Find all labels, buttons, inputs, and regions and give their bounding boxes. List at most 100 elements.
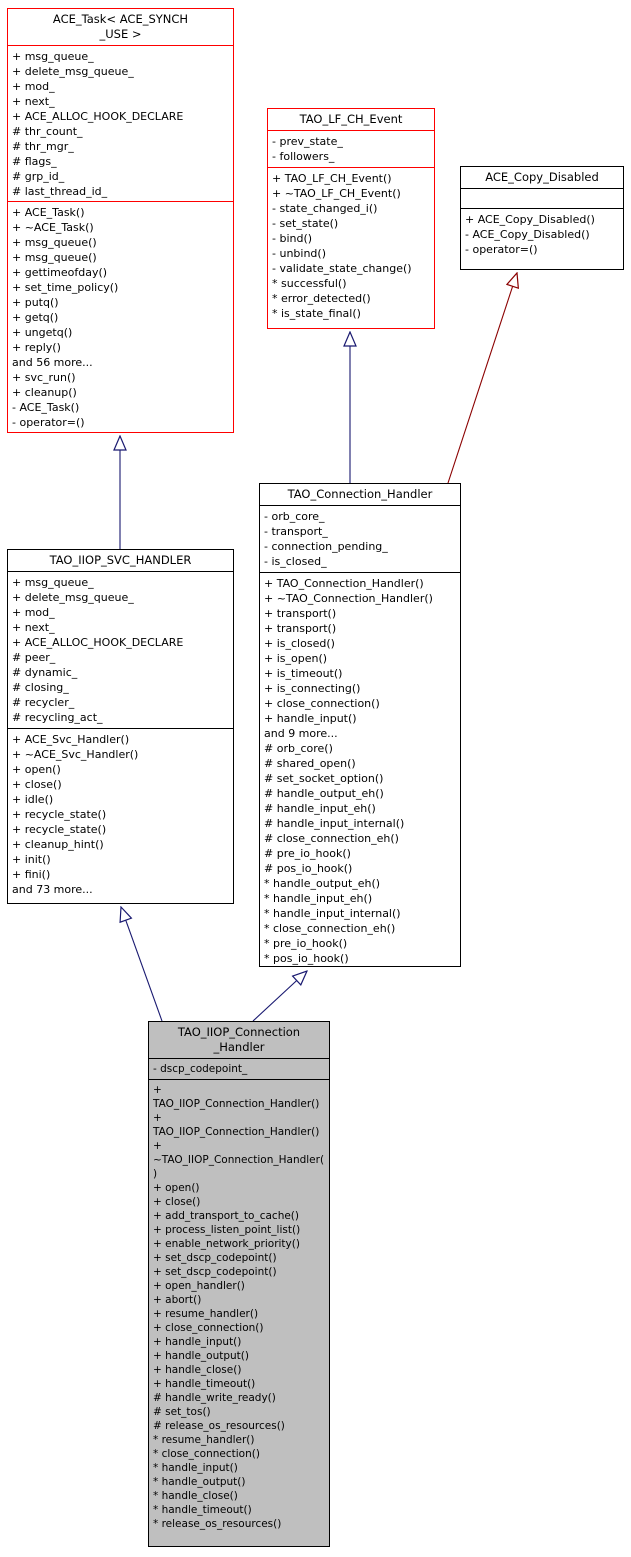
class-methods-section: + TAO_IIOP_Connection_Handler()+ TAO_IIO…: [149, 1079, 329, 1546]
member-row: + handle_output(): [153, 1350, 249, 1362]
member-row: * handle_close(): [153, 1490, 238, 1502]
member-row: + resume_handler(): [153, 1308, 259, 1320]
member-row: - connection_pending_: [264, 540, 388, 553]
member-row: + ~TAO_Connection_Handler(): [264, 591, 433, 605]
member-row: - ACE_Copy_Disabled(): [465, 228, 590, 241]
member-row: + svc_run(): [12, 371, 76, 385]
member-row: + init(): [12, 853, 51, 866]
member-row: - validate_state_change(): [272, 262, 412, 275]
member-row: * error_detected(): [272, 292, 371, 305]
member-row: + process_listen_point_list(): [153, 1224, 301, 1236]
member-row: # thr_count_: [12, 125, 83, 138]
member-row: - bind(): [272, 232, 313, 245]
member-row: # close_connection_eh(): [264, 831, 399, 845]
member-row: + next_: [12, 95, 55, 108]
class-ace-task[interactable]: ACE_Task< ACE_SYNCH _USE > + msg_queue_+…: [7, 8, 234, 433]
member-row: + reply(): [12, 341, 61, 355]
member-row: + mod_: [12, 80, 55, 93]
member-row: + is_open(): [264, 651, 328, 665]
member-row: # handle_input_eh(): [264, 801, 376, 815]
member-row: + open(): [12, 763, 61, 776]
member-row: * close_connection_eh(): [264, 921, 396, 935]
member-row: # release_os_resources(): [153, 1420, 285, 1432]
member-row: + ACE_ALLOC_HOOK_DECLARE: [12, 110, 184, 123]
member-row: + cleanup_hint(): [12, 838, 104, 851]
member-row: + idle(): [12, 793, 54, 806]
member-row: - set_state(): [272, 217, 339, 230]
member-row: # grp_id_: [12, 170, 65, 183]
member-row: + next_: [12, 621, 55, 634]
class-attributes-section: - orb_core_- transport_- connection_pend…: [260, 505, 460, 572]
member-row: + msg_queue_: [12, 576, 94, 589]
class-methods-section: + ACE_Copy_Disabled()- ACE_Copy_Disabled…: [461, 208, 623, 269]
member-row: # handle_output_eh(): [264, 786, 384, 800]
member-row: - transport_: [264, 525, 328, 538]
member-row: * handle_input_internal(): [264, 906, 401, 920]
class-methods-section: + ACE_Svc_Handler()+ ~ACE_Svc_Handler()+…: [8, 728, 233, 903]
member-row: # thr_mgr_: [12, 140, 74, 153]
class-title: ACE_Task< ACE_SYNCH _USE >: [52, 12, 189, 41]
member-row: + close(): [153, 1196, 201, 1208]
member-row: - followers_: [272, 150, 335, 163]
member-row: - state_changed_i(): [272, 202, 378, 215]
member-row: + close_connection(): [264, 696, 380, 710]
member-row: * pre_io_hook(): [264, 936, 348, 950]
member-row: + ACE_Task(): [12, 206, 85, 220]
member-row: * handle_input_eh(): [264, 891, 373, 905]
member-row: * is_state_final(): [272, 307, 361, 320]
member-row: # recycling_act_: [12, 711, 103, 724]
member-row: + ACE_ALLOC_HOOK_DECLARE: [12, 636, 184, 649]
class-methods-section: + ACE_Task()+ ~ACE_Task()+ msg_queue()+ …: [8, 201, 233, 432]
member-row: # dynamic_: [12, 666, 78, 679]
member-row: + enable_network_priority(): [153, 1238, 300, 1250]
member-row: + open(): [153, 1182, 200, 1194]
member-row: + gettimeofday(): [12, 266, 108, 280]
member-row: + handle_timeout(): [153, 1378, 256, 1390]
member-row: + ungetq(): [12, 326, 73, 340]
member-row: + is_connecting(): [264, 681, 361, 695]
member-row: * release_os_resources(): [153, 1518, 282, 1530]
member-row: * handle_output_eh(): [264, 876, 381, 890]
member-row: + add_transport_to_cache(): [153, 1210, 299, 1222]
member-row: + handle_close(): [153, 1364, 242, 1376]
member-row: # recycler_: [12, 696, 75, 709]
member-row: * handle_timeout(): [153, 1504, 252, 1516]
member-row: + TAO_LF_CH_Event(): [272, 172, 392, 185]
member-row: + TAO_Connection_Handler(): [264, 576, 424, 590]
class-title: TAO_Connection_Handler: [287, 487, 433, 501]
edge-connection-handler-to-copy-disabled: [447, 273, 517, 484]
member-row: + set_dscp_codepoint(): [153, 1252, 277, 1264]
member-row: + TAO_IIOP_Connection_Handler(): [153, 1112, 320, 1138]
member-row: # handle_write_ready(): [153, 1392, 276, 1404]
class-tao-lf-ch-event[interactable]: TAO_LF_CH_Event - prev_state_- followers…: [267, 108, 435, 329]
member-row: + ~ACE_Svc_Handler(): [12, 748, 139, 761]
member-row: + abort(): [153, 1294, 202, 1306]
class-tao-iiop-svc-handler[interactable]: TAO_IIOP_SVC_HANDLER + msg_queue_+ delet…: [7, 549, 234, 904]
edge-iiop-connection-handler-to-iiop-svc-handler: [121, 907, 163, 1022]
member-row: and 56 more...: [12, 356, 93, 370]
member-row: # peer_: [12, 651, 56, 664]
member-row: + transport(): [264, 606, 337, 620]
class-title: TAO_LF_CH_Event: [299, 112, 403, 126]
member-row: + open_handler(): [153, 1280, 245, 1292]
member-row: + set_dscp_codepoint(): [153, 1266, 277, 1278]
member-row: # orb_core(): [264, 741, 333, 755]
member-row: + msg_queue(): [12, 251, 97, 265]
member-row: * pos_io_hook(): [264, 951, 349, 965]
member-row: and 9 more...: [264, 726, 338, 740]
member-row: + close_connection(): [153, 1322, 264, 1334]
member-row: + handle_input(): [264, 711, 357, 725]
class-ace-copy-disabled[interactable]: ACE_Copy_Disabled + ACE_Copy_Disabled()-…: [460, 166, 624, 270]
member-row: + recycle_state(): [12, 823, 107, 836]
class-attributes-section: [461, 188, 623, 208]
member-row: + set_time_policy(): [12, 281, 119, 295]
member-row: * resume_handler(): [153, 1434, 255, 1446]
class-tao-iiop-connection-handler[interactable]: TAO_IIOP_Connection _Handler - dscp_code…: [148, 1021, 330, 1547]
class-title: TAO_IIOP_Connection _Handler: [177, 1025, 301, 1054]
member-row: * close_connection(): [153, 1448, 260, 1460]
class-tao-connection-handler[interactable]: TAO_Connection_Handler - orb_core_- tran…: [259, 483, 461, 967]
member-row: + fini(): [12, 868, 51, 881]
member-row: + is_timeout(): [264, 666, 343, 680]
member-row: # set_socket_option(): [264, 771, 384, 785]
